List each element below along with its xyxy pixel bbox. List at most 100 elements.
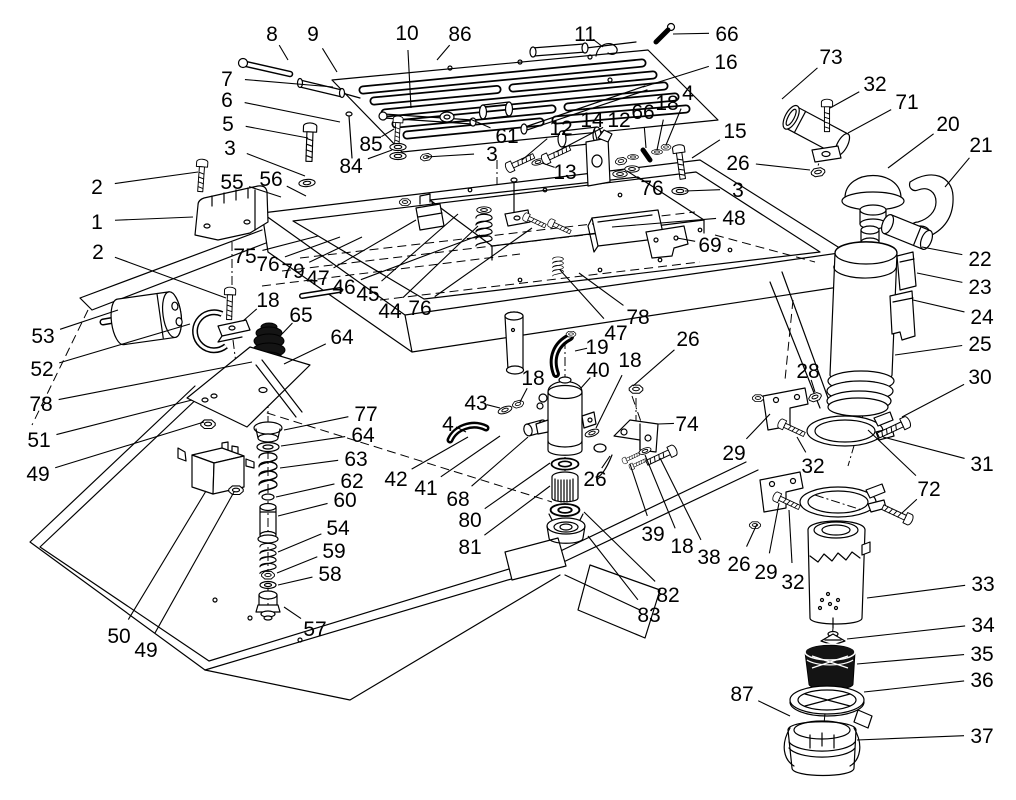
part-label-65: 65 (289, 304, 312, 327)
part-label-83: 83 (637, 604, 660, 627)
leader-line-56 (286, 185, 307, 197)
part-label-86: 86 (448, 23, 471, 46)
bolt-5 (301, 122, 318, 163)
nut-26e (751, 394, 765, 402)
nut-49a (200, 419, 216, 430)
leader-line-38 (659, 457, 702, 541)
seat-plate (331, 49, 719, 153)
clip-23 (896, 251, 917, 291)
inlet-tube-22 (880, 214, 934, 250)
part-label-28: 28 (796, 360, 819, 383)
part-label-6: 6 (221, 89, 233, 112)
part-label-18: 18 (256, 289, 279, 312)
leader-line-76 (434, 227, 533, 298)
leader-line-13 (541, 162, 555, 168)
part-label-39: 39 (641, 523, 664, 546)
part-label-19: 19 (585, 336, 608, 359)
part-label-8: 8 (266, 23, 278, 46)
leader-line-53 (59, 309, 119, 330)
leader-line-10 (407, 49, 412, 109)
leader-line-47 (333, 219, 417, 269)
leader-line-2 (114, 171, 199, 185)
leader-line-72 (901, 498, 918, 514)
leader-line-31 (882, 436, 965, 459)
nut-59 (261, 570, 275, 580)
leader-line-80 (484, 462, 551, 510)
leader-line-76 (626, 170, 642, 181)
nut-26a (628, 384, 644, 394)
part-label-54: 54 (326, 517, 350, 540)
part-label-23: 23 (968, 276, 991, 299)
leader-line-5 (245, 125, 309, 139)
bolt-32a (776, 417, 807, 440)
part-label-80: 80 (458, 509, 481, 532)
leader-line-47 (559, 269, 605, 320)
part-label-31: 31 (970, 453, 993, 476)
leader-line-11 (592, 38, 604, 48)
part-label-9: 9 (307, 23, 319, 46)
leader-line-51 (56, 399, 193, 436)
deck-small-parts (389, 115, 690, 375)
pump-40 (535, 376, 597, 456)
canister-body-25 (826, 241, 898, 417)
part-label-49: 49 (26, 463, 49, 486)
washer-18e (583, 427, 601, 439)
part-label-30: 30 (968, 366, 991, 389)
part-label-3: 3 (732, 179, 744, 202)
leader-line-45 (381, 213, 459, 282)
part-label-32: 32 (863, 73, 886, 96)
part-label-26: 26 (583, 468, 606, 491)
ring-62 (261, 493, 275, 501)
leader-line-18 (519, 387, 528, 403)
lower-frame-tray (29, 229, 829, 701)
leader-line-22 (921, 246, 963, 256)
part-label-78: 78 (626, 306, 649, 329)
part-label-22: 22 (968, 248, 991, 271)
part-label-63: 63 (344, 448, 367, 471)
nut-47 (398, 198, 412, 206)
part-label-47: 47 (306, 267, 329, 290)
leader-line-66 (672, 32, 710, 35)
part-label-76: 76 (256, 253, 279, 276)
leader-line-26 (632, 349, 675, 387)
leader-line-48 (611, 217, 717, 228)
part-label-43: 43 (464, 392, 487, 415)
leader-line-42 (411, 436, 469, 470)
leader-line-61 (469, 118, 491, 129)
leader-line-30 (901, 383, 965, 418)
part-label-85: 85 (359, 133, 382, 156)
bolt-8 (237, 57, 249, 69)
leader-line-55 (248, 186, 282, 198)
leader-line-71 (847, 109, 892, 134)
part-label-51: 51 (27, 429, 50, 452)
leader-line-79 (309, 236, 363, 263)
bowl-37 (783, 720, 861, 777)
leader-line-4 (665, 108, 682, 146)
part-label-11: 11 (574, 23, 596, 46)
part-label-52: 52 (30, 358, 53, 381)
part-label-1: 1 (91, 211, 103, 234)
part-label-20: 20 (936, 113, 959, 136)
leader-line-24 (912, 299, 965, 313)
part-label-47: 47 (604, 322, 627, 345)
leader-line-82 (583, 511, 656, 582)
part-label-45: 45 (356, 283, 379, 306)
part-label-7: 7 (221, 68, 233, 91)
washer-82 (549, 503, 581, 517)
leader-line-32 (796, 436, 807, 453)
part-label-68: 68 (446, 488, 469, 511)
part-label-76: 76 (640, 177, 663, 200)
air-cap-20 (841, 175, 905, 247)
part-label-41: 41 (414, 477, 437, 500)
leader-line-26 (755, 163, 811, 171)
leader-line-78 (58, 361, 253, 401)
nut-4 (660, 143, 672, 151)
part-label-25: 25 (968, 333, 991, 356)
leader-line-29 (768, 502, 780, 554)
clamp-ring-31 (806, 411, 895, 447)
leader-line-43 (486, 404, 501, 409)
part-label-72: 72 (917, 478, 940, 501)
part-label-26: 26 (727, 553, 750, 576)
leader-line-52 (59, 323, 191, 364)
